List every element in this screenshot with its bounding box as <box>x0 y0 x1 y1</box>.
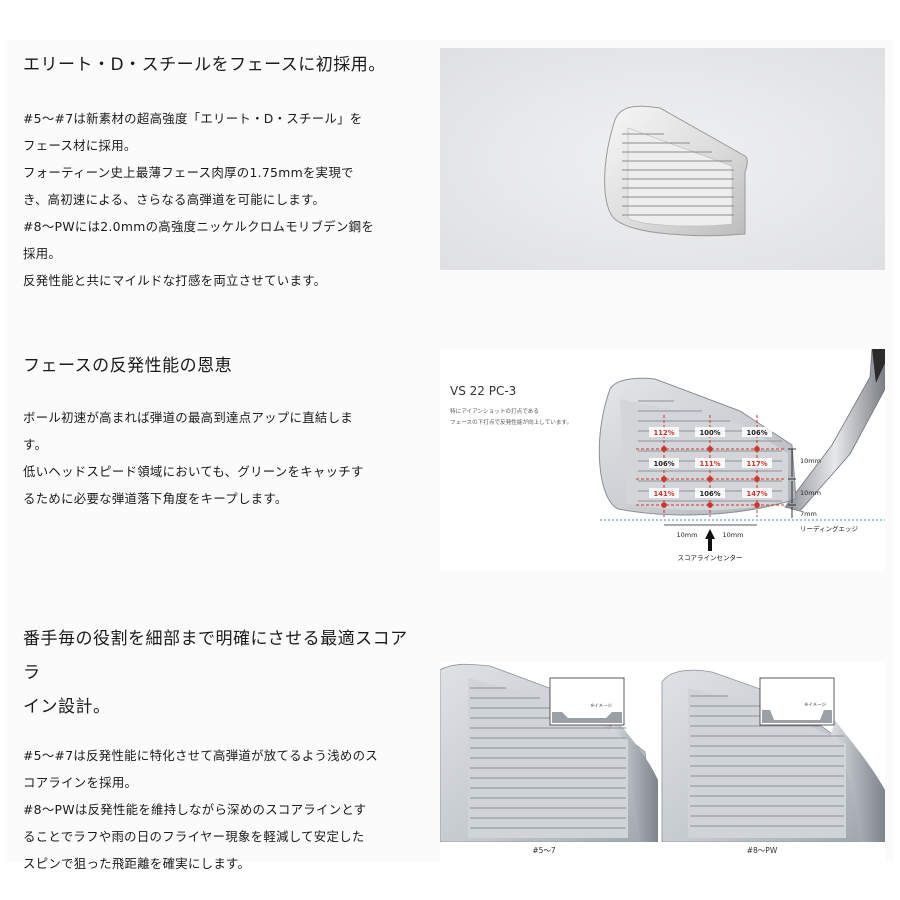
content-page: エリート・D・スチールをフェースに初採用。 #5〜#7は新素材の超高強度「エリー… <box>7 40 893 871</box>
section-3-body: #5〜#7は反発性能に特化させて高弾道が放てるよう浅めのス コアラインを採用。 … <box>23 742 423 877</box>
score-line-center-label: スコアラインセンター <box>678 553 743 562</box>
paragraph-line: #8〜PWは反発性能を維持しながら深めのスコアラインとす <box>23 802 367 817</box>
score-line-comparison: ※イメージ #5〜7 <box>440 663 885 862</box>
left-club-illustration: ※イメージ #5〜7 <box>440 663 658 862</box>
paragraph-line: ることでラフや雨の日のフライヤー現象を軽減して安定した <box>23 829 365 844</box>
section-1-heading: エリート・D・スチールをフェースに初採用。 <box>23 55 386 75</box>
paragraph-line: コアラインを採用。 <box>23 775 138 790</box>
right-dimension-bars <box>788 448 796 518</box>
paragraph-line: 反発性能と共にマイルドな打感を両立させています。 <box>23 273 327 288</box>
paragraph-line: 低いヘッドスピード領域においても、グリーンをキャッチす <box>23 464 364 479</box>
section-rebound-performance: フェースの反発性能の恩恵 ボール初速が高まれば弾道の最高到達点アップに直結しま … <box>7 345 893 575</box>
impact-points <box>661 446 760 508</box>
rebound-diagram: VS 22 PC-3 特にアイアンショットの打点である フェースの下打点で反発性… <box>450 349 885 562</box>
face-photo-panel <box>440 48 885 270</box>
diagram-note-line: フェースの下打点で反発性能が向上しています。 <box>450 418 572 426</box>
center-arrow-icon <box>705 529 715 539</box>
dimension-label: 7mm <box>800 510 817 518</box>
dimension-label: 10mm <box>723 531 744 539</box>
section-face-material: エリート・D・スチールをフェースに初採用。 #5〜#7は新素材の超高強度「エリー… <box>7 40 893 300</box>
section-3-text: 番手毎の役割を細部まで明確にさせる最適スコアラ イン設計。 #5〜#7は反発性能… <box>23 622 423 877</box>
paragraph-line: #5〜#7は反発性能に特化させて高弾道が放てるよう浅めのス <box>23 748 378 763</box>
grid-value: 147% <box>747 490 768 498</box>
paragraph-line: す。 <box>23 437 48 452</box>
paragraph-line: スピンで狙った飛距離を確実にします。 <box>23 856 251 871</box>
grid-value: 111% <box>700 460 721 468</box>
leading-edge-label: リーディングエッジ <box>800 524 859 533</box>
left-caption: #5〜7 <box>532 846 556 855</box>
paragraph-line: #5〜#7は新素材の超高強度「エリート・D・スチール」を <box>23 111 363 126</box>
paragraph-line: #8〜PWには2.0mmの高強度ニッケルクロムモリブデン鋼を <box>23 219 375 234</box>
paragraph-line: き、高初速による、さらなる高弾道を可能にします。 <box>23 192 326 207</box>
right-caption: #8〜PW <box>747 846 778 855</box>
paragraph-line: フェース材に採用。 <box>23 138 137 153</box>
inset-note: ※イメージ <box>804 702 826 708</box>
section-2-heading: フェースの反発性能の恩恵 <box>23 356 233 376</box>
section-2-text: フェースの反発性能の恩恵 ボール初速が高まれば弾道の最高到達点アップに直結しま … <box>23 349 423 512</box>
dimension-label: 10mm <box>800 457 821 465</box>
dimension-label: 10mm <box>677 531 698 539</box>
grid-value: 112% <box>654 429 675 437</box>
paragraph-line: るために必要な弾道落下角度をキープします。 <box>23 491 288 506</box>
grid-value: 106% <box>654 460 675 468</box>
section-1-text: エリート・D・スチールをフェースに初採用。 #5〜#7は新素材の超高強度「エリー… <box>23 48 423 294</box>
right-club-illustration: ※イメージ #8〜PW <box>661 669 885 862</box>
diagram-title: VS 22 PC-3 <box>450 384 516 398</box>
grid-value: 106% <box>700 490 721 498</box>
paragraph-line: フォーティーン史上最薄フェース肉厚の1.75mmを実現で <box>23 165 354 180</box>
grid-value: 106% <box>747 429 768 437</box>
diagram-note-line: 特にアイアンショットの打点である <box>450 407 539 415</box>
heading-line: 番手毎の役割を細部まで明確にさせる最適スコアラ <box>23 629 408 683</box>
section-3-heading: 番手毎の役割を細部まで明確にさせる最適スコアラ イン設計。 <box>23 622 423 724</box>
paragraph-line: ボール初速が高まれば弾道の最高到達点アップに直結しま <box>23 410 353 425</box>
rebound-diagram-panel: VS 22 PC-3 特にアイアンショットの打点である フェースの下打点で反発性… <box>440 349 885 571</box>
heading-line: イン設計。 <box>23 697 111 717</box>
club-face-illustration <box>440 48 885 270</box>
dimension-label: 10mm <box>800 489 821 497</box>
paragraph-line: 採用。 <box>23 246 62 261</box>
grid-value: 100% <box>700 429 721 437</box>
inset-note: ※イメージ <box>590 703 612 709</box>
section-2-body: ボール初速が高まれば弾道の最高到達点アップに直結しま す。 低いヘッドスピード領… <box>23 404 423 512</box>
section-score-line-design: 番手毎の役割を細部まで明確にさせる最適スコアラ イン設計。 #5〜#7は反発性能… <box>7 620 893 871</box>
section-1-body: #5〜#7は新素材の超高強度「エリート・D・スチール」を フェース材に採用。 フ… <box>23 105 423 294</box>
score-line-comparison-panel: ※イメージ #5〜7 <box>440 662 885 862</box>
grid-value: 141% <box>654 490 675 498</box>
grid-value: 117% <box>747 460 768 468</box>
